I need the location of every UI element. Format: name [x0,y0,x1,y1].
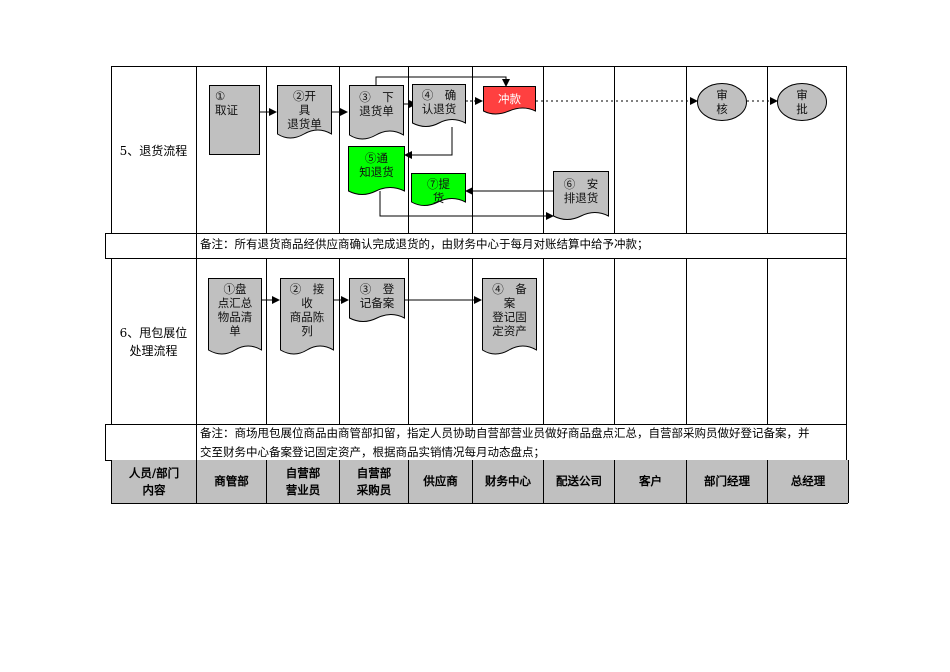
row-label-return: 5、退货流程 [119,144,188,158]
header-col-yingyeyuan: 自营部 营业员 [267,460,339,503]
step-kai-ju: ②开 具 退货单 [277,85,332,141]
header-col-peisong: 配送公司 [544,460,614,503]
header-corner: 人员/部门 内容 [112,460,196,503]
arrow-tongzhi-to-anpai [379,191,554,220]
step-qu-zheng: ① 取证 [209,85,260,155]
step-anpai: ⑥ 安 排退货 [553,171,609,223]
step-shenhe: 审 核 [697,83,747,121]
step-pandian: ①盘 点汇总 物品清 单 [208,278,262,358]
header-col-kehu: 客户 [615,460,686,503]
step-tongzhi: ⑤通 知退货 [348,146,405,198]
step-beian: ④ 备 案 登记固 定资产 [482,278,537,358]
header-col-gongyingshang: 供应商 [409,460,472,503]
header-col-jingli: 部门经理 [687,460,767,503]
step-shenpi: 审 批 [777,83,827,121]
header-col-shangguan: 商管部 [197,460,266,503]
step-tihuo: ⑦提 货 [411,173,466,208]
header-col-caiwu: 财务中心 [473,460,543,503]
step-xia-tuihuo: ③ 下 退货单 [349,85,404,142]
step-dengji: ③ 登 记备案 [349,278,405,325]
header-col-caigouyuan: 自营部 采购员 [340,460,408,503]
arrow-xia-to-chongkuan [375,76,510,87]
arrow-queren-to-tongzhi [404,127,453,159]
return-note: 备注：所有退货商品经供应商确认完成退货的，由财务中心于每月对账结算中给予冲款； [200,237,649,251]
header-col-zongjingli: 总经理 [768,460,848,503]
step-queren: ④ 确 认退货 [412,84,466,129]
row-label-display: 6、甩包展位 处理流程 [119,326,188,358]
step-jieshou: ② 接 收 商品陈 列 [280,278,334,358]
display-note: 备注：商场甩包展位商品由商管部扣留，指定人员协助自营部营业员做好商品盘点汇总，自… [200,426,810,459]
step-chongkuan: 冲款 [483,86,536,117]
